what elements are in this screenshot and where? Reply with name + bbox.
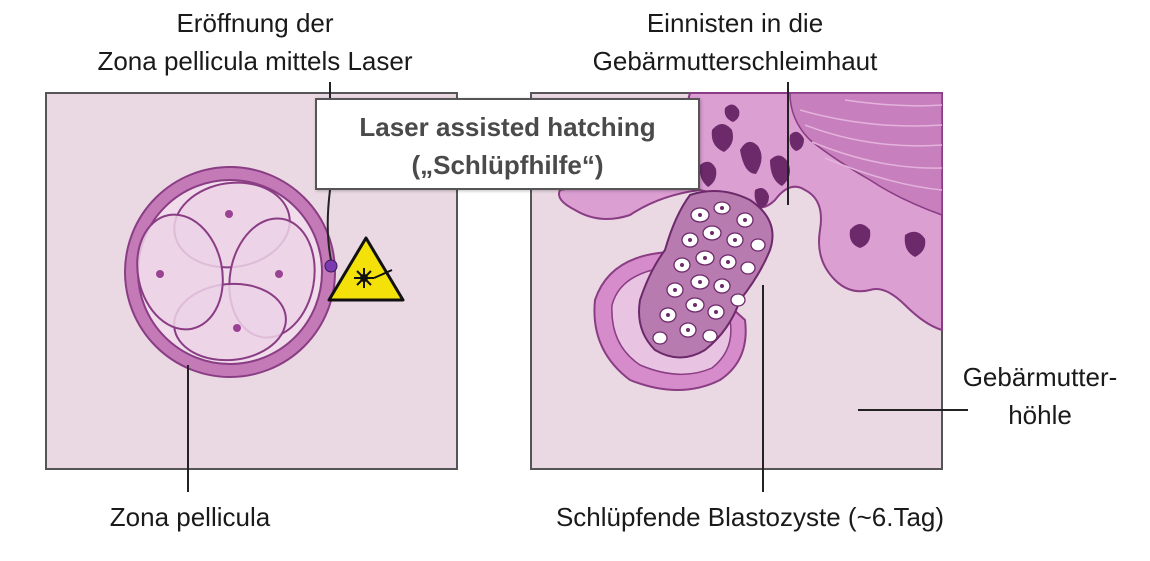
callout-laser-assisted-hatching: Laser assisted hatching („Schlüpfhilfe“) <box>315 98 700 190</box>
label-uterine-cavity-line1: Gebärmutter- <box>962 362 1118 392</box>
label-zona-pellucida: Zona pellicula <box>109 502 271 532</box>
label-implantation: Einnisten in die Gebärmutterschleimhaut <box>540 4 930 80</box>
laser-warning-icon <box>327 236 405 302</box>
label-uterine-cavity: Gebärmutter- höhle <box>935 358 1145 434</box>
label-implantation-line1: Einnisten in die <box>646 8 824 38</box>
label-implantation-line2: Gebärmutterschleimhaut <box>592 46 878 76</box>
callout-title: Laser assisted hatching <box>359 112 656 142</box>
embryo-cells <box>136 181 316 362</box>
callout-subtitle: („Schlüpfhilfe“) <box>411 150 604 180</box>
right-panel <box>530 82 968 492</box>
label-hatching-blastocyst: Schlüpfende Blastozyste (~6.Tag) <box>555 502 945 532</box>
uterine-glands <box>699 104 926 257</box>
label-uterine-cavity-line2: höhle <box>1008 400 1072 430</box>
label-laser-opening-line2: Zona pellicula mittels Laser <box>97 46 413 76</box>
label-laser-opening: Eröffnung der Zona pellicula mittels Las… <box>55 4 455 80</box>
label-laser-opening-line1: Eröffnung der <box>176 8 334 38</box>
